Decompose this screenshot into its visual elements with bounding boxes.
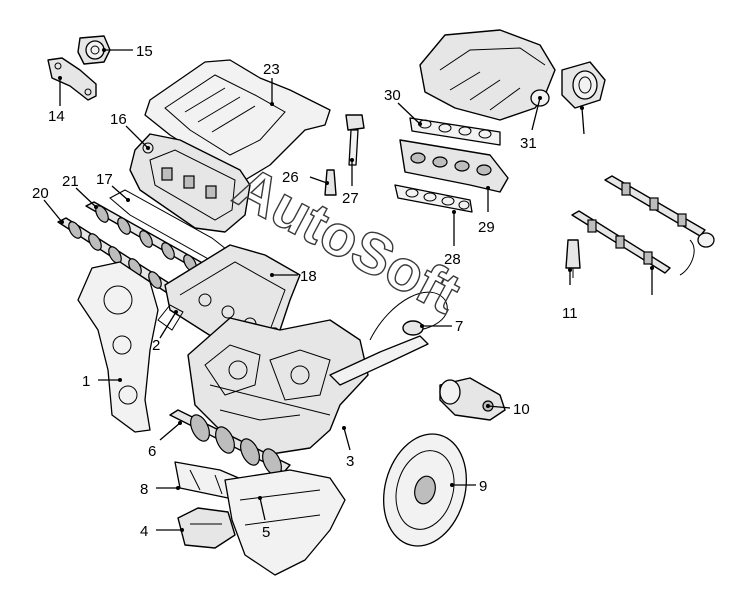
callout-15: 15	[136, 43, 153, 60]
intake-gasket-26	[394, 184, 473, 213]
callout-6: 6	[148, 443, 156, 460]
callout-labels: 15 14 23 16 20 21 17 18 26 27 30 31 29 2…	[32, 43, 578, 541]
callout-9: 9	[479, 478, 487, 495]
fuel-injector-11	[565, 239, 581, 278]
leader-lines	[43, 48, 654, 532]
callout-3: 3	[346, 453, 354, 470]
starter-motor-10	[439, 377, 506, 421]
callout-29: 31	[520, 135, 537, 152]
callout-14: 14	[48, 108, 65, 125]
flywheel-9	[382, 433, 468, 547]
callout-7: 7	[455, 318, 463, 335]
oil-pump-4	[177, 507, 236, 549]
timing-cover-1	[77, 261, 159, 433]
callout-11: 11	[562, 305, 578, 322]
oil-pan-5	[224, 469, 346, 576]
camshaft-19	[57, 217, 181, 297]
lower-intake-manifold-27	[399, 139, 509, 193]
spark-plug-22	[324, 169, 337, 196]
intake-plenum-29	[419, 29, 556, 121]
crankshaft-6	[169, 409, 291, 476]
fuel-rail-30	[571, 175, 715, 276]
callout-5: 5	[262, 524, 270, 541]
callout-22: 26	[282, 169, 299, 186]
valve-cover-16	[129, 133, 251, 233]
callout-17: 17	[96, 171, 113, 188]
harness-pipe-3	[329, 335, 429, 386]
callout-19: 20	[32, 185, 49, 202]
callout-2: 2	[152, 337, 160, 354]
ignition-coil-23	[345, 114, 365, 166]
manifold-gasket-28	[409, 117, 501, 146]
callout-23: 27	[342, 190, 359, 207]
engine-cover-21	[144, 59, 331, 181]
callout-18: 18	[300, 268, 317, 285]
callout-8: 8	[140, 481, 148, 498]
engine-mount-15	[77, 35, 111, 65]
callout-1: 1	[82, 373, 90, 390]
callout-20: 21	[62, 173, 79, 190]
callout-21: 23	[263, 61, 280, 78]
callout-4: 4	[140, 523, 148, 540]
mount-bracket-14	[47, 57, 97, 101]
callout-16: 16	[110, 111, 127, 128]
callout-27: 29	[478, 219, 495, 236]
callout-28: 30	[384, 87, 401, 104]
throttle-body-31	[561, 61, 606, 109]
callout-26: 28	[444, 251, 461, 268]
callout-10: 10	[513, 401, 530, 418]
